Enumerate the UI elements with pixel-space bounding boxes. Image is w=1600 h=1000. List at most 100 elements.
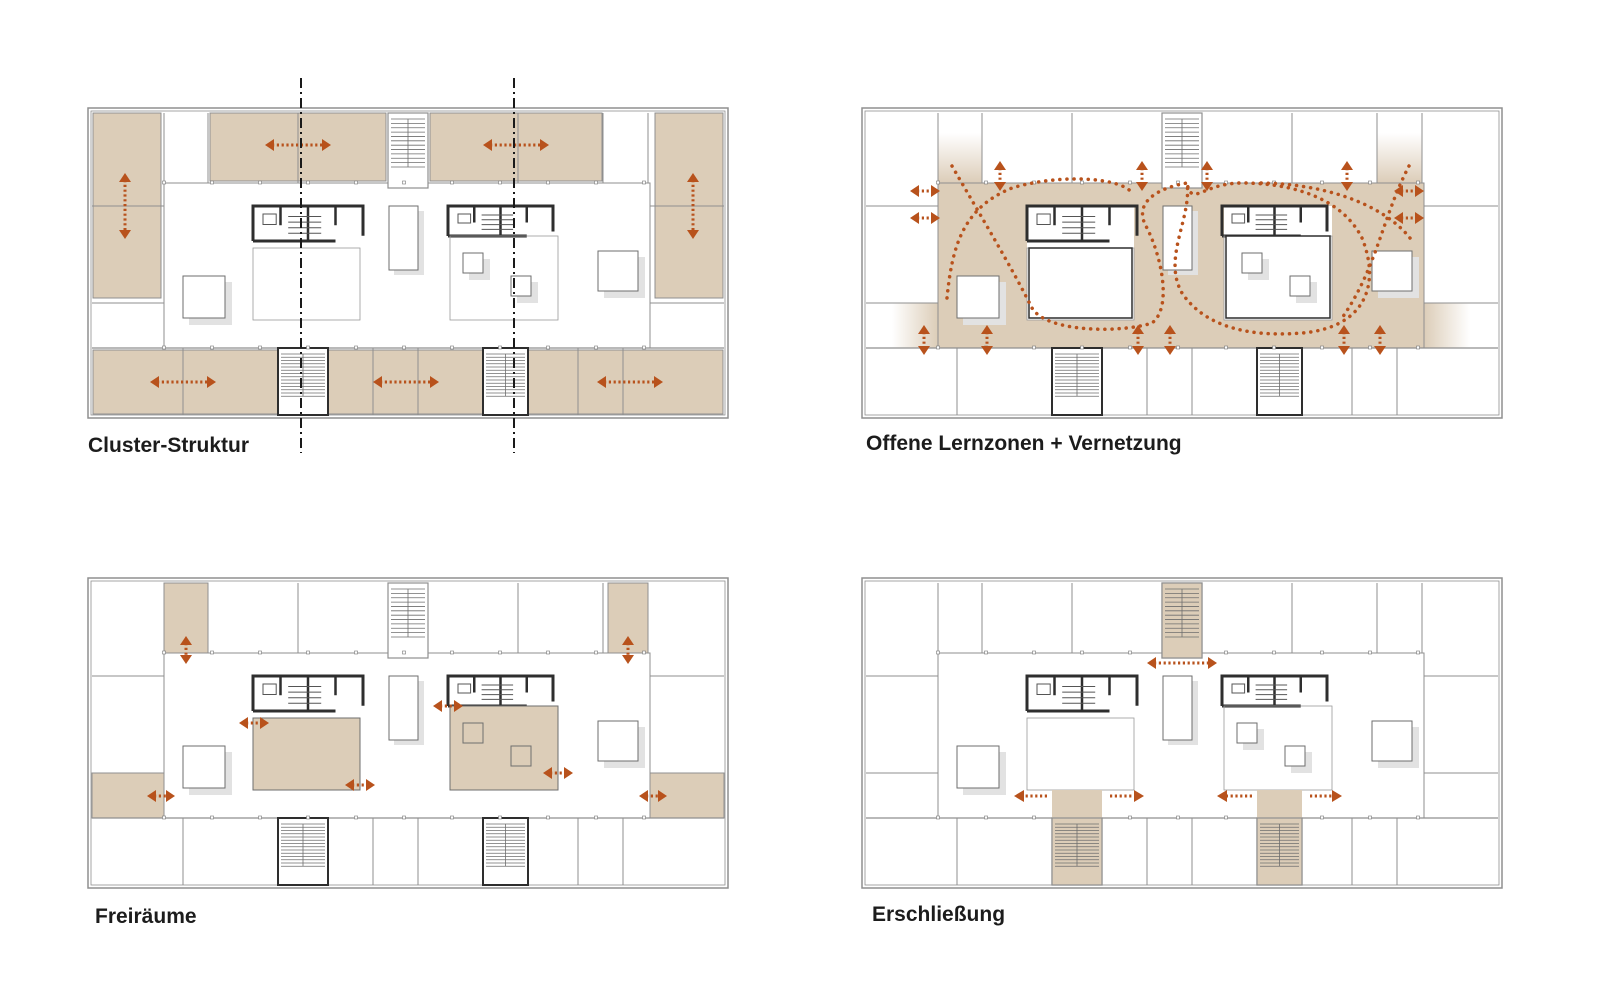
box-outline (597, 720, 639, 762)
post (450, 180, 454, 185)
stair-outline (1051, 817, 1103, 886)
outer-wall (861, 577, 1503, 889)
post (354, 180, 358, 185)
stairwell (1161, 112, 1203, 189)
core-fixture-box (262, 213, 277, 225)
post (594, 650, 598, 655)
class-box (462, 722, 484, 744)
post (1368, 345, 1372, 350)
single-arrow-icon (1217, 790, 1252, 802)
outer-wall-inner (90, 580, 726, 886)
fade-top-left (938, 133, 982, 183)
box-shadow (1248, 259, 1269, 280)
arrow-head-left (150, 376, 159, 388)
core-fixture-box (1231, 213, 1246, 224)
arrow-head-right (1415, 212, 1424, 224)
core-fixture-box (457, 683, 472, 694)
stairwell (1051, 817, 1103, 886)
post (546, 345, 550, 350)
stairwell (1256, 817, 1303, 886)
arrow-head-down (687, 230, 699, 239)
box-shadow (604, 257, 645, 298)
post (354, 650, 358, 655)
arrow-head-left (1147, 657, 1156, 669)
classroom-right (1225, 235, 1331, 319)
arrow-head-right (322, 139, 331, 151)
column-box (1289, 275, 1317, 303)
service-core (1220, 204, 1329, 238)
box-shadow (963, 282, 1006, 325)
single-arrow-icon (1014, 790, 1047, 802)
post (1272, 345, 1276, 350)
service-core (1025, 674, 1139, 713)
post (306, 650, 310, 655)
arrow-head-up (1136, 161, 1148, 170)
arrow-head-down (1201, 182, 1213, 191)
box-outline (182, 745, 226, 789)
stairwell (1256, 347, 1303, 416)
post (936, 650, 940, 655)
arrow-head-left (345, 779, 354, 791)
arrow-head-up (1341, 161, 1353, 170)
arrow-head-up (981, 325, 993, 334)
double-arrow-icon (1132, 325, 1144, 355)
service-core (251, 204, 365, 243)
arrow-head-up (119, 173, 131, 182)
service-core (251, 674, 365, 713)
double-arrow-icon (994, 161, 1006, 191)
box-outline (462, 252, 484, 274)
arrow-head-up (1338, 325, 1350, 334)
box-shadow (189, 752, 232, 795)
arrow-head-up (994, 161, 1006, 170)
post (936, 180, 940, 185)
post (1224, 180, 1228, 185)
post (1320, 815, 1324, 820)
box-outline (597, 250, 639, 292)
double-arrow-icon (622, 636, 634, 664)
post (642, 815, 646, 820)
double-arrow-icon (687, 173, 699, 239)
double-arrow-icon (1394, 212, 1424, 224)
arrow-head-left (597, 376, 606, 388)
arrow-head-right (454, 700, 463, 712)
arrow-head-right (1415, 185, 1424, 197)
post (306, 345, 310, 350)
post (258, 180, 262, 185)
post (546, 650, 550, 655)
core-fixture-box (1231, 683, 1246, 694)
post (450, 815, 454, 820)
double-arrow-icon (483, 139, 549, 151)
post (1224, 650, 1228, 655)
arrow-head-right (540, 139, 549, 151)
post (450, 650, 454, 655)
arrow-head-left (543, 767, 552, 779)
box-shadow (517, 282, 538, 303)
outer-wall-inner (90, 110, 726, 416)
class-outline-left (252, 247, 361, 321)
arrow-head-left (910, 212, 919, 224)
post (1080, 650, 1084, 655)
post (402, 180, 406, 185)
post (1416, 815, 1420, 820)
arrow-head-right (931, 212, 940, 224)
post (1032, 815, 1036, 820)
post (210, 345, 214, 350)
double-arrow-icon (543, 767, 573, 779)
column-outline (388, 675, 419, 741)
double-arrow-icon (910, 212, 940, 224)
double-arrow-icon (119, 173, 131, 239)
box-outline (1289, 275, 1311, 297)
post (642, 345, 646, 350)
class-box (510, 745, 532, 767)
arrow-head-right (931, 185, 940, 197)
box-outline (1236, 722, 1258, 744)
class-outline-right (1223, 705, 1333, 791)
box-outline (182, 275, 226, 319)
stairwell (1051, 347, 1103, 416)
arrow-head-down (918, 346, 930, 355)
double-arrow-icon (981, 325, 993, 355)
arrow-head-up (180, 636, 192, 645)
stairwell (482, 347, 529, 416)
double-arrow-icon (1147, 657, 1217, 669)
